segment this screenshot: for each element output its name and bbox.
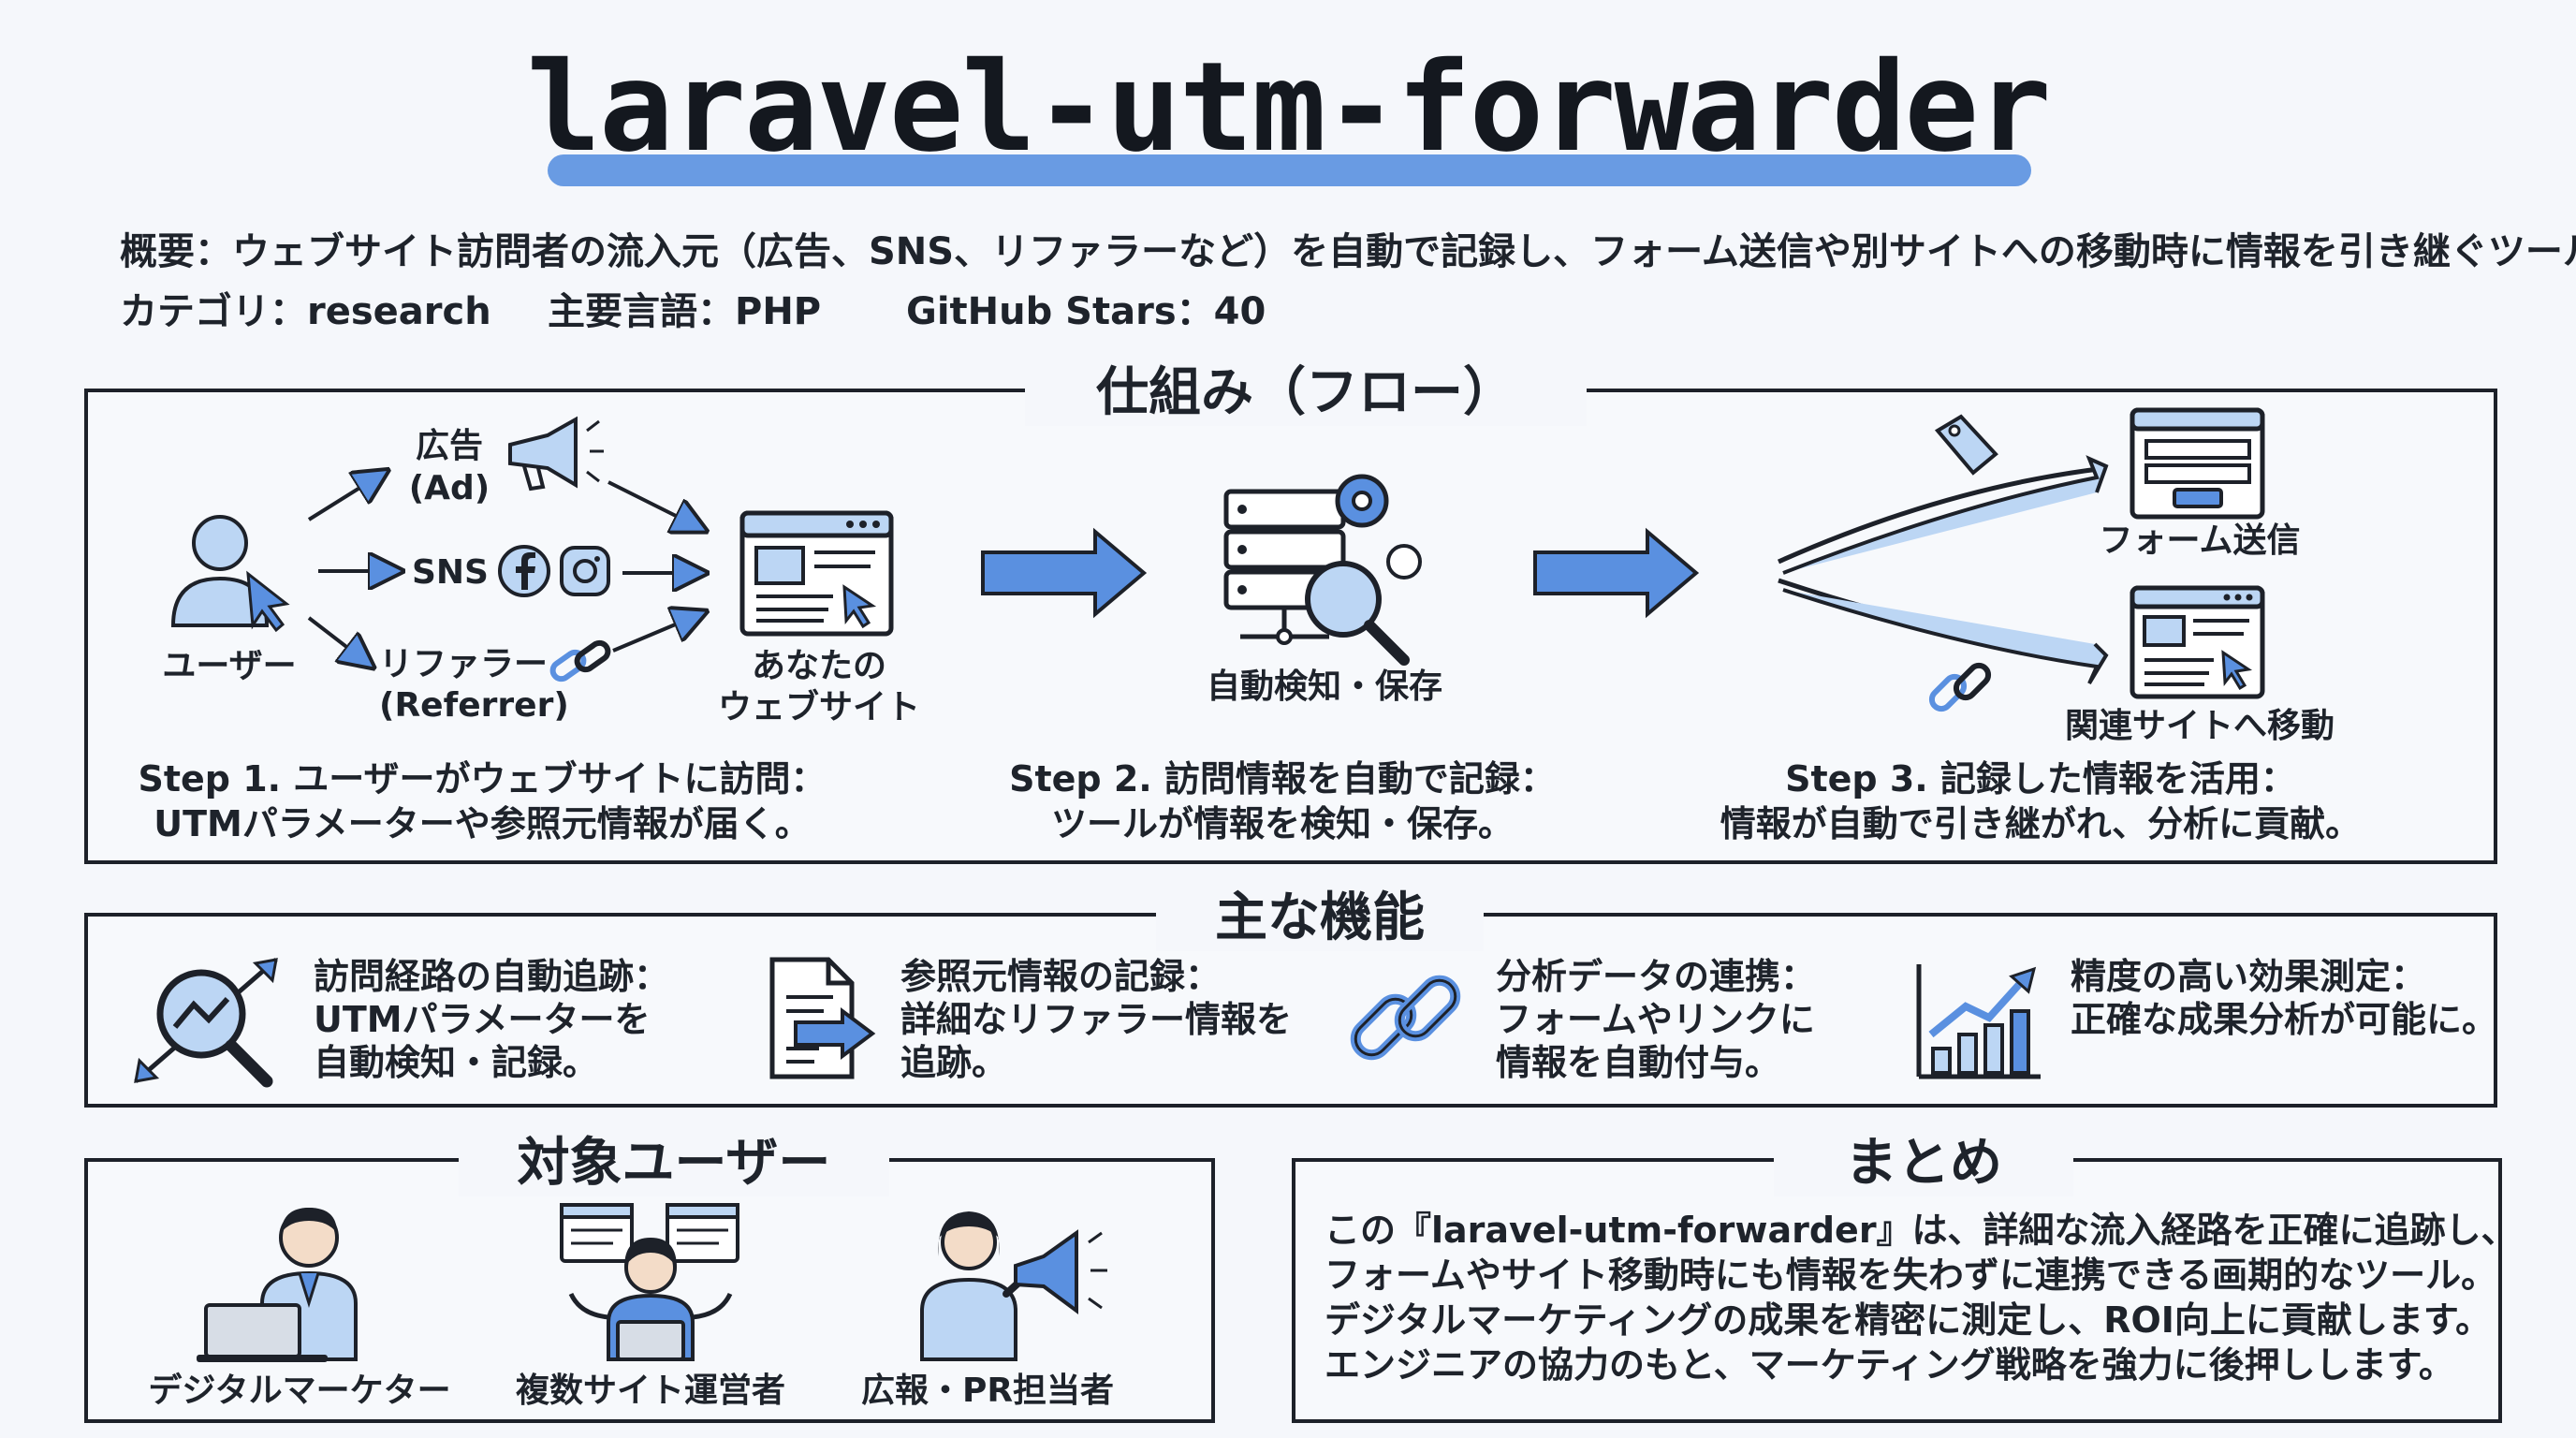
document-arrow-icon <box>769 957 876 1079</box>
feature-3: 分析データの連携： フォームやリンクに 情報を自動付与。 <box>1496 955 1816 1084</box>
link-icon-2 <box>1928 662 1992 712</box>
tag-icon <box>1934 414 1998 476</box>
feature-4-line1: 精度の高い効果測定： <box>2071 956 2427 997</box>
feature-3-line2: フォームやリンクに <box>1496 999 1815 1040</box>
step-1: Step 1. ユーザーがウェブサイトに訪問： UTMパラメーターや参照元情報が… <box>103 756 861 846</box>
facebook-icon <box>498 545 550 597</box>
chain-link-icon <box>1350 975 1461 1061</box>
step-2-line1: Step 2. 訪問情報を自動で記録： <box>1009 758 1556 800</box>
server-label: 自動検知・保存 <box>1206 668 1442 706</box>
summary-box <box>1292 1158 2502 1423</box>
meta-category: カテゴリ：research <box>120 290 491 333</box>
feature-1: 訪問経路の自動追跡： UTMパラメーターを 自動検知・記録。 <box>314 955 669 1084</box>
feature-1-line1: 訪問経路の自動追跡： <box>314 956 670 997</box>
overview: 概要：ウェブサイト訪問者の流入元（広告、SNS、リファラーなど）を自動で記録し、… <box>120 221 2576 275</box>
feature-2-line2: 詳細なリファラー情報を <box>900 999 1293 1040</box>
sns-label: SNS <box>412 553 489 592</box>
page-title: laravel-utm-forwarder <box>526 36 2052 180</box>
summary-heading: まとめ <box>1774 1121 2073 1196</box>
site-label-line1: あなたの <box>751 647 886 685</box>
feature-2: 参照元情報の記録： 詳細なリファラー情報を 追跡。 <box>900 955 1292 1084</box>
pr-person-icon <box>920 1211 1107 1361</box>
marketer-icon <box>197 1208 358 1362</box>
feature-4: 精度の高い効果測定： 正確な成果分析が可能に。 <box>2071 955 2497 1041</box>
title-underline <box>548 154 2031 186</box>
meta-stars: GitHub Stars：40 <box>906 290 1266 333</box>
server-search-icon <box>1223 474 1422 666</box>
ad-label-line2: (Ad) <box>408 469 490 507</box>
form-label: フォーム送信 <box>2099 521 2301 560</box>
referrer-label-line2: (Referrer) <box>379 686 569 725</box>
multi-site-operator-icon <box>560 1203 739 1361</box>
step-3: Step 3. 記録した情報を活用： 情報が自動で引き継がれ、分析に貢献。 <box>1676 756 2406 846</box>
features-heading: 主な機能 <box>1156 875 1484 951</box>
features-box <box>84 913 2497 1108</box>
users-heading: 対象ユーザー <box>459 1121 889 1196</box>
summary-line-1: この『laravel-utm-forwarder』は、詳細な流入経路を正確に追跡… <box>1325 1210 2517 1251</box>
feature-3-line1: 分析データの連携： <box>1496 956 1817 997</box>
user-marketer: デジタルマーケター <box>148 1372 451 1410</box>
instagram-icon <box>560 546 610 596</box>
summary-line-4: エンジニアの協力のもと、マーケティング戦略を強力に後押しします。 <box>1325 1344 2454 1386</box>
referrer-label-line1: リファラー <box>379 645 549 683</box>
tracking-search-icon <box>134 958 278 1088</box>
summary-text: この『laravel-utm-forwarder』は、詳細な流入経路を正確に追跡… <box>1325 1208 2517 1387</box>
growth-chart-icon <box>1916 964 2041 1079</box>
link-icon <box>549 639 611 682</box>
summary-line-3: デジタルマーケティングの成果を精密に測定し、ROI向上に貢献します。 <box>1325 1299 2492 1341</box>
overview-text: ウェブサイト訪問者の流入元（広告、SNS、リファラーなど）を自動で記録し、フォー… <box>232 230 2576 273</box>
related-site-icon <box>2130 585 2265 699</box>
megaphone-icon <box>508 416 604 492</box>
feature-1-line3: 自動検知・記録。 <box>314 1042 599 1083</box>
related-label: 関連サイトへ移動 <box>2064 707 2334 745</box>
meta-language: 主要言語：PHP <box>548 290 822 333</box>
user-multi-site-operator: 複数サイト運営者 <box>515 1372 785 1410</box>
feature-2-line1: 参照元情報の記録： <box>900 956 1222 997</box>
feature-1-line2: UTMパラメーターを <box>314 999 651 1040</box>
overview-label: 概要： <box>120 230 232 273</box>
ad-label-line1: 広告 <box>415 427 483 465</box>
step-3-line2: 情報が自動で引き継がれ、分析に貢献。 <box>1720 803 2362 844</box>
form-icon <box>2130 407 2265 520</box>
feature-4-line2: 正確な成果分析が可能に。 <box>2071 999 2498 1040</box>
step-1-line1: Step 1. ユーザーがウェブサイトに訪問： <box>138 758 827 800</box>
step-2: Step 2. 訪問情報を自動で記録： ツールが情報を検知・保存。 <box>955 756 1610 846</box>
website-icon <box>739 510 894 637</box>
flow-heading: 仕組み（フロー） <box>1025 350 1587 426</box>
user-pr-person: 広報・PR担当者 <box>860 1372 1115 1410</box>
step-3-line1: Step 3. 記録した情報を活用： <box>1785 758 2296 800</box>
feature-2-line3: 追跡。 <box>900 1042 1008 1083</box>
user-label: ユーザー <box>162 647 297 685</box>
step-2-line2: ツールが情報を検知・保存。 <box>1050 803 1514 844</box>
user-icon <box>170 515 290 633</box>
step-1-line2: UTMパラメーターや参照元情報が届く。 <box>154 803 811 844</box>
feature-3-line3: 情報を自動付与。 <box>1496 1042 1781 1083</box>
site-label-line2: ウェブサイト <box>717 688 920 726</box>
summary-line-2: フォームやサイト移動時にも情報を失わずに連携できる画期的なツール。 <box>1325 1255 2497 1296</box>
